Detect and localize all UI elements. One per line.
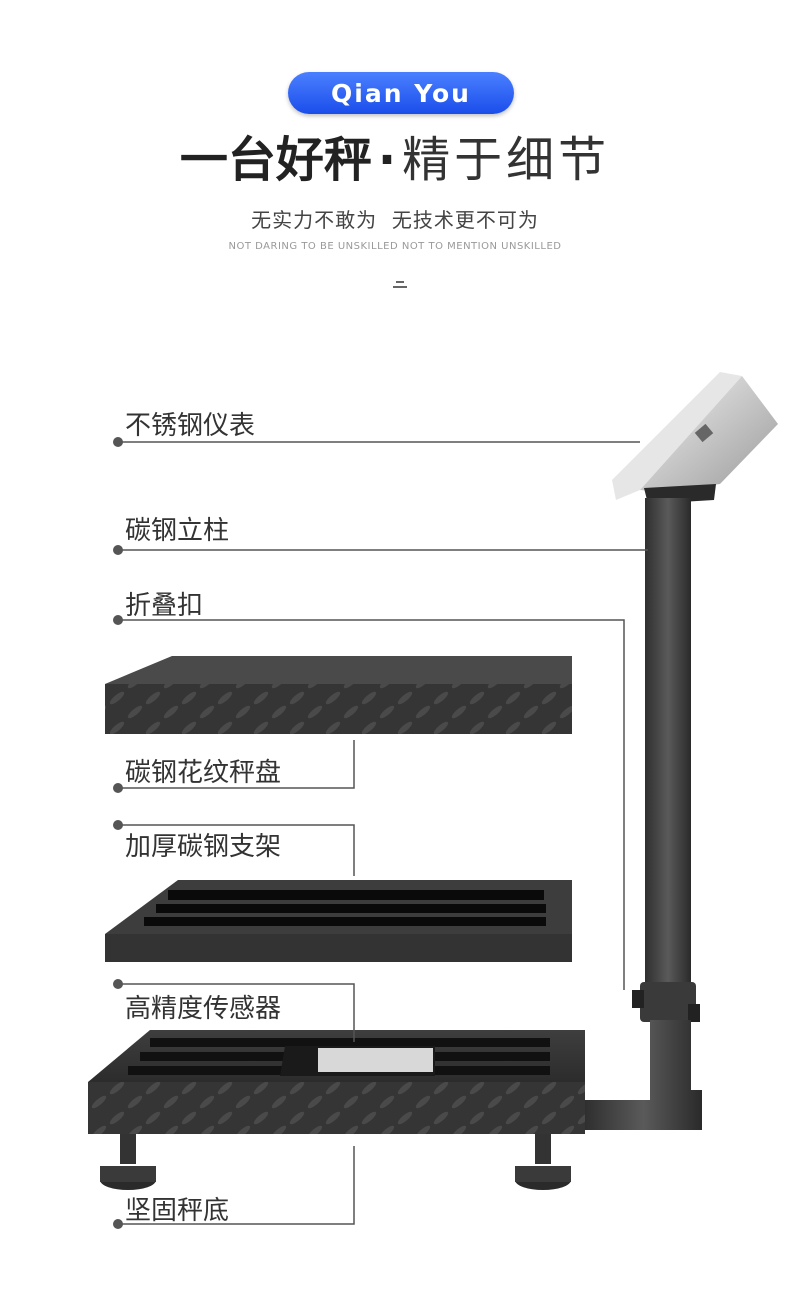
indicator-meter [612, 372, 778, 504]
label-sensor: 高精度传感器 [125, 994, 282, 1024]
support-frame [105, 880, 572, 962]
headline-bold: 一台好秤 [179, 132, 372, 188]
callout-lines [118, 441, 648, 1225]
label-frame: 加厚碳钢支架 [125, 832, 282, 862]
column [585, 498, 702, 1130]
label-column: 碳钢立柱 [125, 516, 230, 546]
label-folding-buckle: 折叠扣 [125, 591, 204, 621]
divider-mark [392, 281, 408, 293]
tagline-en: NOT DARING TO BE UNSKILLED NOT TO MENTIO… [228, 241, 562, 252]
label-indicator: 不锈钢仪表 [125, 411, 256, 441]
brand-badge-text: Qian You [331, 78, 471, 108]
label-base: 坚固秤底 [125, 1196, 230, 1226]
tread-pan [105, 656, 572, 734]
scale-base [88, 1030, 585, 1190]
headline-light: 精于细节 [402, 132, 611, 188]
brand-badge: Qian You [288, 72, 514, 114]
callout-dots [113, 437, 123, 1229]
headline-separator: · [377, 132, 397, 188]
tagline-zh: 无实力不敢为 无技术更不可为 [251, 208, 539, 232]
headline: 一台好秤·精于细节 [0, 128, 790, 192]
label-pan: 碳钢花纹秤盘 [125, 758, 282, 788]
